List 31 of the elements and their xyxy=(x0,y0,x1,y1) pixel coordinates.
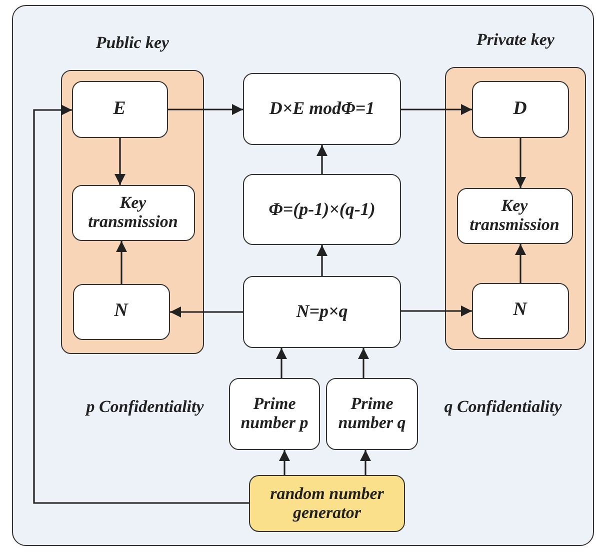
arrow xyxy=(170,306,243,318)
process-box: Φ=(p-1)×(q-1) xyxy=(243,174,401,245)
process-box: N=p×q xyxy=(243,276,401,348)
arrow xyxy=(116,241,127,284)
generator-box: random number generator xyxy=(249,475,405,532)
process-box: Prime number p xyxy=(229,378,320,450)
arrow xyxy=(515,138,526,188)
confidentiality-note: p Confidentiality xyxy=(84,397,205,417)
group-heading: Public key xyxy=(94,33,170,53)
arrow xyxy=(276,348,287,378)
process-box: E xyxy=(72,80,168,138)
arrow xyxy=(279,450,290,475)
arrow xyxy=(33,104,249,504)
process-box: Key transmission xyxy=(456,188,572,244)
arrow xyxy=(401,104,472,115)
process-box: D xyxy=(472,80,568,138)
group-heading: Private key xyxy=(476,30,556,50)
arrow xyxy=(515,244,526,283)
arrow xyxy=(401,306,472,316)
arrow xyxy=(360,450,371,475)
arrow xyxy=(316,145,328,174)
arrow xyxy=(316,245,328,276)
process-box: D×E modΦ=1 xyxy=(243,73,401,145)
arrow xyxy=(168,104,243,115)
arrow xyxy=(358,348,369,378)
arrow xyxy=(114,138,126,185)
confidentiality-note: q Confidentiality xyxy=(443,397,563,417)
process-box: Prime number q xyxy=(326,378,418,450)
process-box: N xyxy=(72,284,170,340)
process-box: N xyxy=(472,282,568,338)
process-box: Key transmission xyxy=(72,184,194,240)
